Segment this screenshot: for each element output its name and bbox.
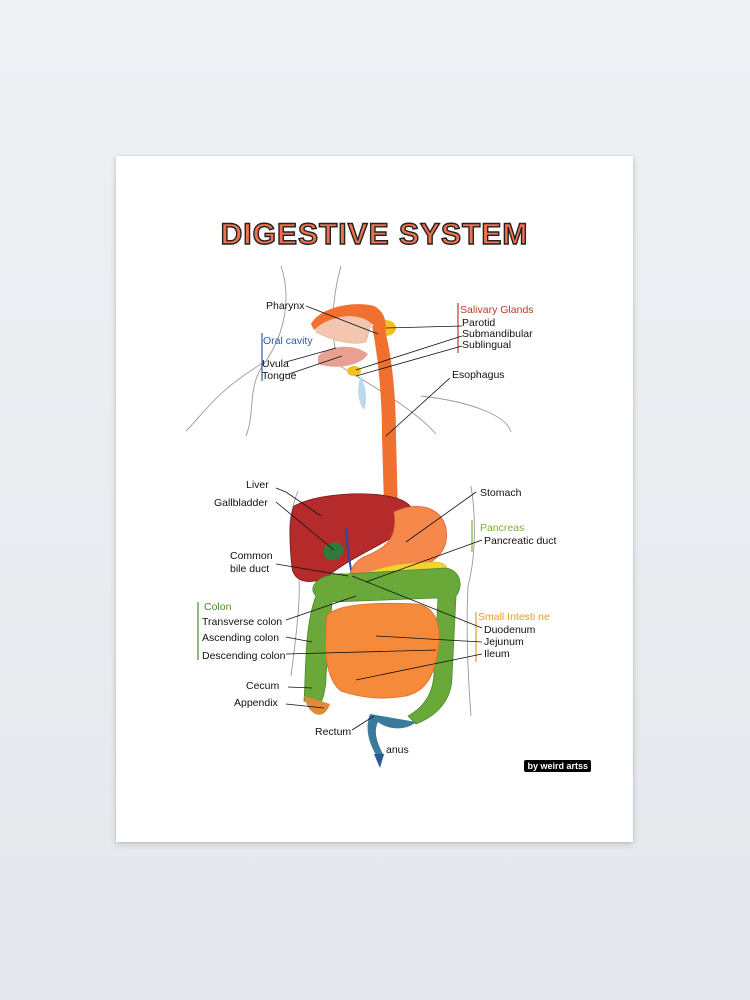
small-intestine-shape	[325, 602, 440, 699]
body-outline	[185, 265, 512, 717]
title-area: DIGESTIVE SYSTEM	[116, 217, 633, 252]
label-appendix: Appendix	[234, 697, 279, 709]
label-colon: Colon	[204, 601, 232, 613]
label-parotid: Parotid	[462, 317, 495, 329]
label-duodenum: Duodenum	[484, 624, 536, 636]
category-bars	[197, 303, 477, 662]
label-cecum: Cecum	[246, 680, 280, 692]
label-bile-duct: bile duct	[230, 563, 269, 575]
poster: DIGESTIVE SYSTEM	[116, 156, 633, 842]
label-anus: anus	[386, 744, 409, 756]
submandibular-gland	[347, 366, 361, 376]
trachea	[358, 376, 367, 410]
label-sublingual: Sublingual	[462, 339, 511, 351]
esophagus-shape	[372, 326, 398, 517]
label-transverse-colon: Transverse colon	[202, 616, 282, 628]
label-pancreas: Pancreas	[480, 522, 524, 534]
labels: Pharynx Oral cavity Uvula Tongue Salivar…	[202, 300, 556, 756]
label-submandibular: Submandibular	[462, 328, 533, 340]
label-gallbladder: Gallbladder	[214, 497, 268, 509]
anus-shape	[374, 754, 384, 768]
tongue-shape	[318, 346, 368, 367]
poster-title: DIGESTIVE SYSTEM	[220, 217, 529, 251]
label-uvula: Uvula	[262, 358, 289, 370]
pharynx-shape	[311, 304, 386, 338]
label-ileum: Ileum	[484, 648, 510, 660]
label-pancreatic-duct: Pancreatic duct	[484, 535, 556, 547]
label-stomach: Stomach	[480, 487, 522, 499]
cecum-shape	[304, 696, 330, 715]
label-liver: Liver	[246, 479, 269, 491]
label-oral-cavity: Oral cavity	[263, 335, 313, 347]
digestive-diagram: Pharynx Oral cavity Uvula Tongue Salivar…	[185, 265, 556, 768]
colon-shape	[303, 567, 461, 725]
label-salivary-glands: Salivary Glands	[460, 304, 534, 316]
label-small-intestine: Small Intesti ne	[478, 611, 550, 623]
label-esophagus: Esophagus	[452, 369, 505, 381]
label-ascending-colon: Ascending colon	[202, 632, 279, 644]
label-jejunum: Jejunum	[484, 636, 524, 648]
label-rectum: Rectum	[315, 726, 351, 738]
leader-lines	[275, 305, 483, 731]
label-descending-colon: Descending colon	[202, 650, 286, 662]
label-pharynx: Pharynx	[266, 300, 305, 312]
artist-credit: by weird artss	[524, 760, 591, 772]
rectum-shape	[367, 714, 416, 758]
label-tongue: Tongue	[262, 370, 297, 382]
bile-duct-shape	[345, 527, 353, 577]
gallbladder-shape	[324, 542, 344, 561]
label-common: Common	[230, 550, 273, 562]
